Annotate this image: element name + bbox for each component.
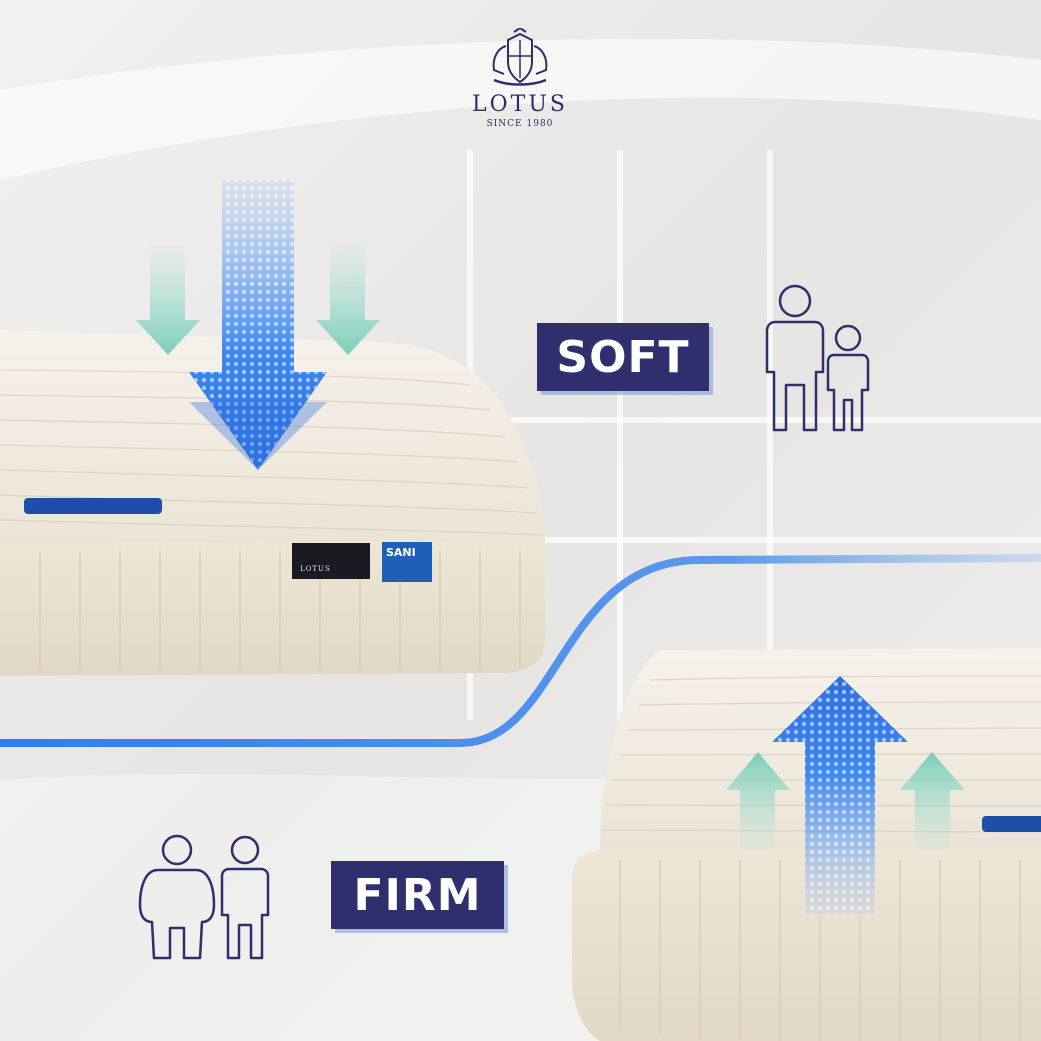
mattress-woven-label: LOTUS [292,543,370,579]
handle-tab [24,498,162,514]
up-arrow-icon [726,676,965,915]
adult-person-icon [765,284,825,432]
brand-name: LOTUS [472,92,568,117]
brand-since: SINCE 1980 [486,119,554,129]
firm-label: FIRM [331,861,504,929]
lotus-crest-icon [492,28,548,86]
light-swoosh [0,38,1041,180]
person-icon [220,835,270,960]
brand-logo: LOTUS SINCE 1980 [440,28,600,129]
handle-tab-right [982,816,1041,832]
down-arrow-icon [136,180,380,470]
child-person-icon [826,324,870,432]
large-person-icon [138,834,216,960]
soft-label: SOFT [537,323,709,391]
sanicare-label: SANI [382,542,432,582]
firmness-wave-line [0,554,1041,747]
